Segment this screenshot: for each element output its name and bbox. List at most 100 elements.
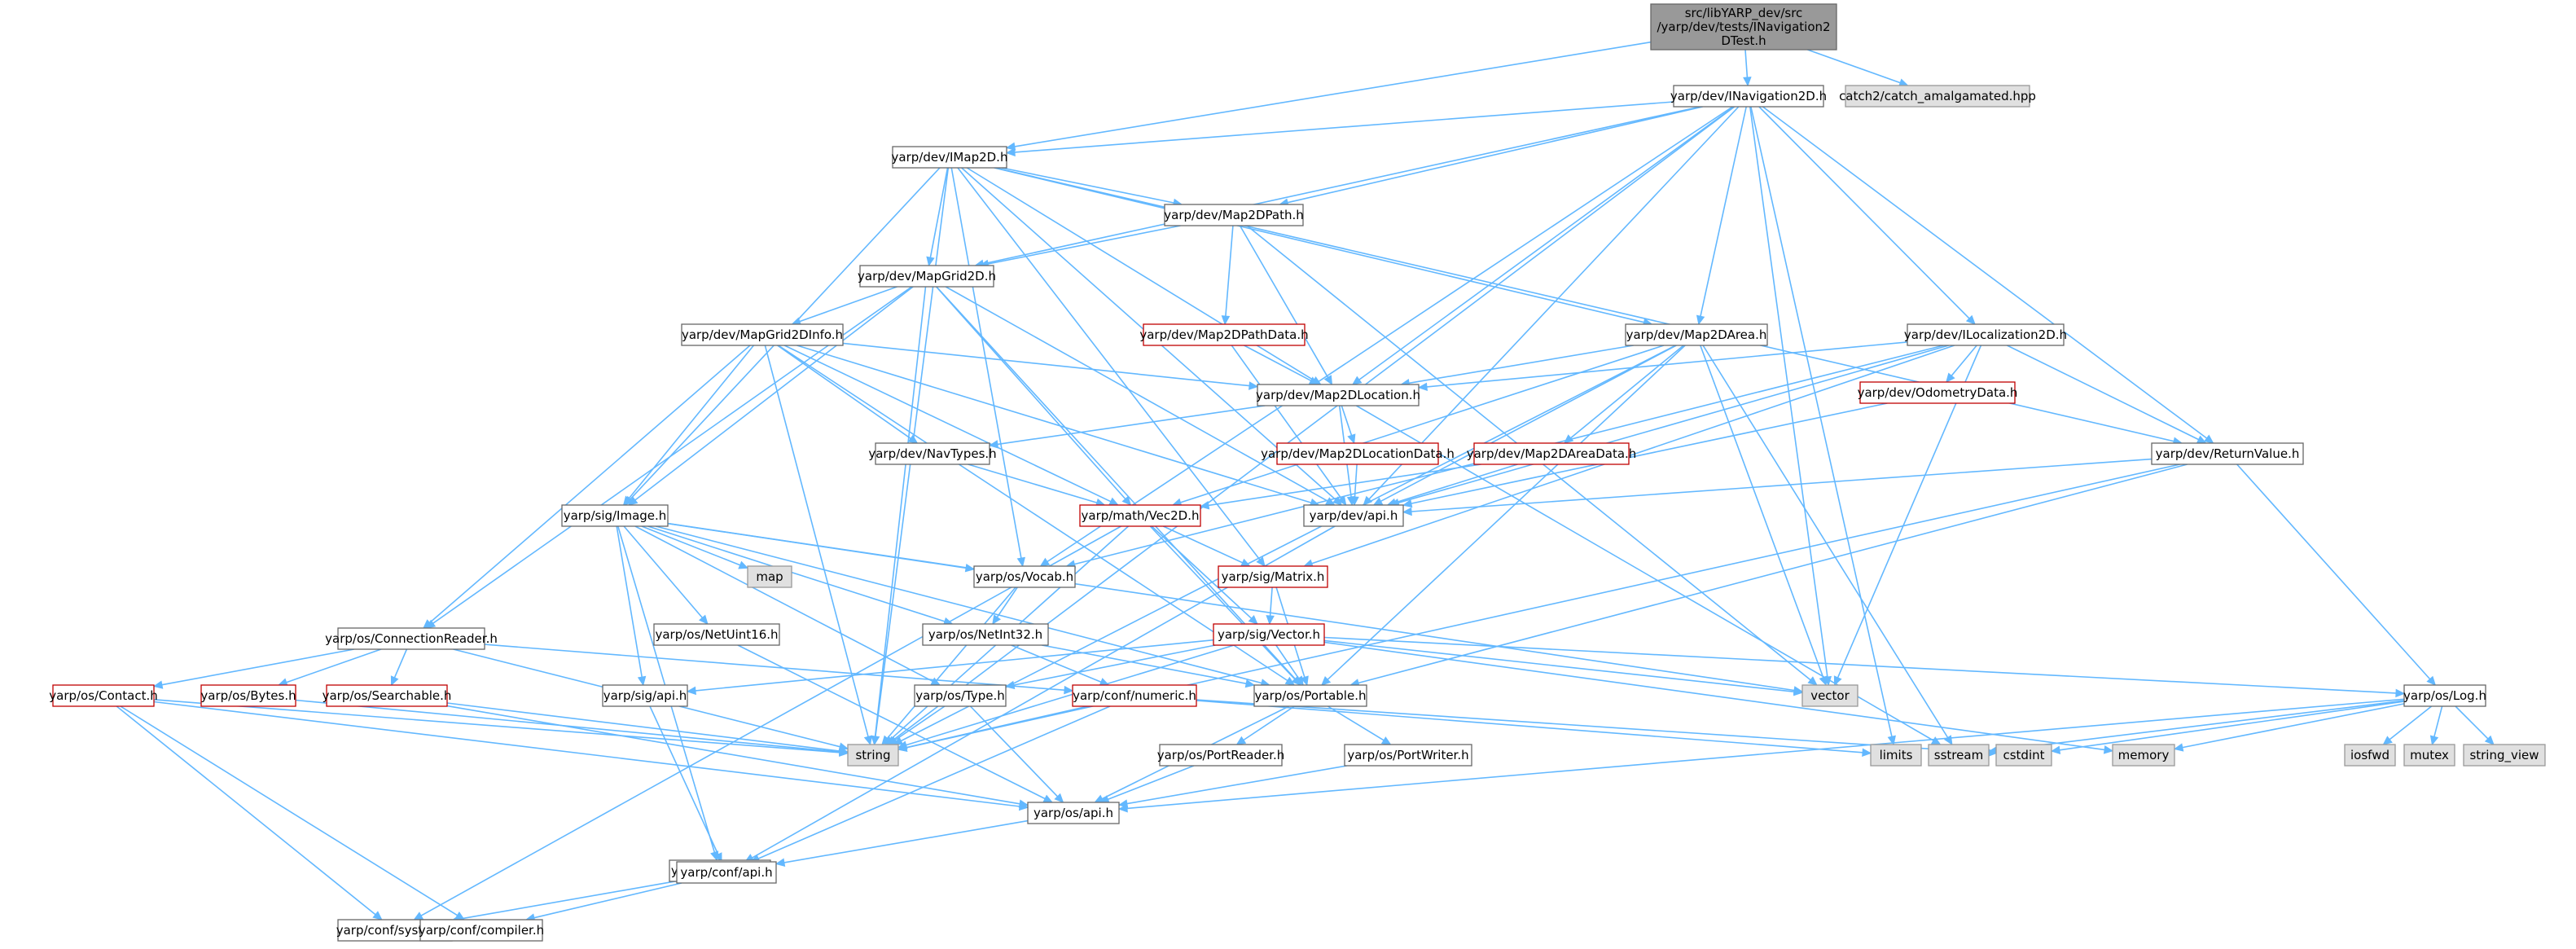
edge-m2dpath-to-m2dpd <box>1221 225 1234 326</box>
node-label: map <box>756 569 783 584</box>
edge-m2dld-to-devapi <box>1350 464 1359 507</box>
node-ni32[interactable]: yarp/os/NetInt32.h <box>922 623 1049 646</box>
node-limits[interactable]: limits <box>1870 744 1922 767</box>
edge-m2dpd-to-devapi <box>1231 345 1347 506</box>
node-osapi[interactable]: yarp/os/api.h <box>1027 802 1120 824</box>
node-label: yarp/conf/compiler.h <box>419 923 544 938</box>
node-oslog[interactable]: yarp/os/Log.h <box>2403 684 2486 707</box>
node-mgi[interactable]: yarp/dev/MapGrid2DInfo.h <box>681 323 844 346</box>
edge-m2dad-to-vec2d <box>1199 464 1481 510</box>
node-ostype[interactable]: yarp/os/Type.h <box>914 684 1007 707</box>
node-inav[interactable]: yarp/dev/INavigation2D.h <box>1670 85 1827 108</box>
edge-oslog-to-strview <box>2455 705 2495 745</box>
node-contact[interactable]: yarp/os/Contact.h <box>49 684 158 707</box>
node-connreader[interactable]: yarp/os/ConnectionReader.h <box>325 627 498 650</box>
edge-ostype-to-string <box>888 705 946 745</box>
node-label: /yarp/dev/tests/INavigation2 <box>1657 20 1830 34</box>
edge-connreader-to-confnum <box>484 644 1074 695</box>
node-portreader[interactable]: yarp/os/PortReader.h <box>1157 744 1285 767</box>
node-iloc[interactable]: yarp/dev/ILocalization2D.h <box>1904 323 2067 346</box>
edge-imap-to-vocab <box>950 167 1025 568</box>
edge-portable-to-portreader <box>1235 705 1295 745</box>
edge-root-to-imap <box>1005 41 1652 151</box>
edge-imap-to-mapgrid <box>926 167 949 267</box>
node-mapgrid[interactable]: yarp/dev/MapGrid2D.h <box>858 265 996 288</box>
node-label: yarp/sig/api.h <box>603 688 687 703</box>
node-m2dld[interactable]: yarp/dev/Map2DLocationData.h <box>1261 442 1455 465</box>
node-portable[interactable]: yarp/os/Portable.h <box>1253 684 1367 707</box>
node-label: yarp/dev/Map2DAreaData.h <box>1467 446 1637 461</box>
node-m2dloc[interactable]: yarp/dev/Map2DLocation.h <box>1256 384 1420 406</box>
node-m2dpd[interactable]: yarp/dev/Map2DPathData.h <box>1139 323 1309 346</box>
node-odom[interactable]: yarp/dev/OdometryData.h <box>1858 381 2018 404</box>
node-label: yarp/dev/MapGrid2DInfo.h <box>682 327 843 342</box>
edge-ni32-to-portable <box>1042 644 1256 688</box>
edge-vocab-to-ni32 <box>992 587 1018 626</box>
edge-contact-to-confcomp <box>120 705 466 920</box>
node-label: yarp/os/Bytes.h <box>200 688 296 703</box>
node-mutex[interactable]: mutex <box>2403 744 2455 767</box>
node-label: DTest.h <box>1721 33 1766 48</box>
node-m2dpath[interactable]: yarp/dev/Map2DPath.h <box>1164 204 1304 226</box>
edge-confnum-to-limits <box>1196 700 1872 758</box>
node-cstdint[interactable]: cstdint <box>1995 744 2052 767</box>
node-memory[interactable]: memory <box>2112 744 2175 767</box>
node-label: yarp/os/api.h <box>1033 806 1113 820</box>
edge-iloc-to-matrix <box>1303 345 1955 568</box>
node-catch[interactable]: catch2/catch_amalgamated.hpp <box>1839 85 2036 108</box>
edge-mgi-to-string <box>764 345 873 746</box>
node-confnum[interactable]: yarp/conf/numeric.h <box>1072 684 1197 707</box>
edge-layer <box>116 41 2495 924</box>
node-imap[interactable]: yarp/dev/IMap2D.h <box>892 146 1008 169</box>
node-sigapi[interactable]: yarp/sig/api.h <box>602 684 688 707</box>
node-vocab[interactable]: yarp/os/Vocab.h <box>973 565 1076 588</box>
edge-iloc-to-devapi <box>1389 345 1949 507</box>
node-label: yarp/dev/Map2DPathData.h <box>1139 327 1308 342</box>
edge-mapgrid-to-mgi <box>791 286 897 326</box>
node-devapi[interactable]: yarp/dev/api.h <box>1303 504 1404 527</box>
node-m2dad[interactable]: yarp/dev/Map2DAreaData.h <box>1467 442 1637 465</box>
node-label: yarp/os/Contact.h <box>49 688 158 703</box>
node-label: yarp/dev/NavTypes.h <box>868 446 996 461</box>
edge-root-to-inav <box>1743 49 1752 87</box>
edge-searchable-to-string <box>446 702 849 756</box>
node-retval[interactable]: yarp/dev/ReturnValue.h <box>2151 442 2304 465</box>
node-m2darea[interactable]: yarp/dev/Map2DArea.h <box>1625 323 1768 346</box>
edge-m2darea-to-m2dad <box>1563 345 1684 444</box>
node-confcomp[interactable]: yarp/conf/compiler.h <box>419 919 544 942</box>
node-searchable[interactable]: yarp/os/Searchable.h <box>323 684 452 707</box>
edge-imap-to-m2dloc <box>966 167 1322 385</box>
edge-mgi-to-connreader <box>423 345 751 629</box>
node-bytes[interactable]: yarp/os/Bytes.h <box>200 684 296 707</box>
node-nu16[interactable]: yarp/os/NetUint16.h <box>653 623 780 646</box>
node-navtypes[interactable]: yarp/dev/NavTypes.h <box>868 442 997 465</box>
node-string[interactable]: string <box>847 744 899 767</box>
node-sstream[interactable]: sstream <box>1928 744 1990 767</box>
node-matrix[interactable]: yarp/sig/Matrix.h <box>1218 565 1328 588</box>
edge-inav-to-m2dpath <box>1279 106 1703 207</box>
node-vector[interactable]: vector <box>1801 684 1858 707</box>
edge-sigvec-to-portable <box>1275 644 1304 686</box>
edge-inav-to-mapgrid <box>974 106 1701 268</box>
edge-sigimage-to-nu16 <box>623 525 709 625</box>
node-label: yarp/os/ConnectionReader.h <box>325 631 498 646</box>
node-root[interactable]: src/libYARP_dev/src/yarp/dev/tests/INavi… <box>1650 3 1837 51</box>
edge-iloc-to-m2dloc <box>1417 341 1908 392</box>
node-confapi[interactable]: yarp/conf/api.h <box>676 861 777 884</box>
node-label: yarp/dev/MapGrid2D.h <box>858 269 996 283</box>
node-map[interactable]: map <box>747 565 792 588</box>
node-portwriter[interactable]: yarp/os/PortWriter.h <box>1344 744 1472 767</box>
node-strview[interactable]: string_view <box>2463 744 2546 767</box>
node-iosfwd[interactable]: iosfwd <box>2344 744 2396 767</box>
node-sigimage[interactable]: yarp/sig/Image.h <box>561 504 669 527</box>
node-label: yarp/conf/api.h <box>680 865 772 880</box>
node-vec2d[interactable]: yarp/math/Vec2D.h <box>1079 504 1201 527</box>
edge-inav-to-retval <box>1762 106 2214 444</box>
edge-iloc-to-odom <box>1946 345 1977 383</box>
node-sigvec[interactable]: yarp/sig/Vector.h <box>1213 623 1325 646</box>
edge-imap-to-matrix <box>957 167 1266 567</box>
node-label: yarp/os/Vocab.h <box>976 569 1073 584</box>
edge-confnum-to-confapi <box>749 705 1111 863</box>
edge-m2dloc-to-navtypes <box>988 405 1266 449</box>
edge-imap-to-m2dpath <box>1001 167 1183 208</box>
